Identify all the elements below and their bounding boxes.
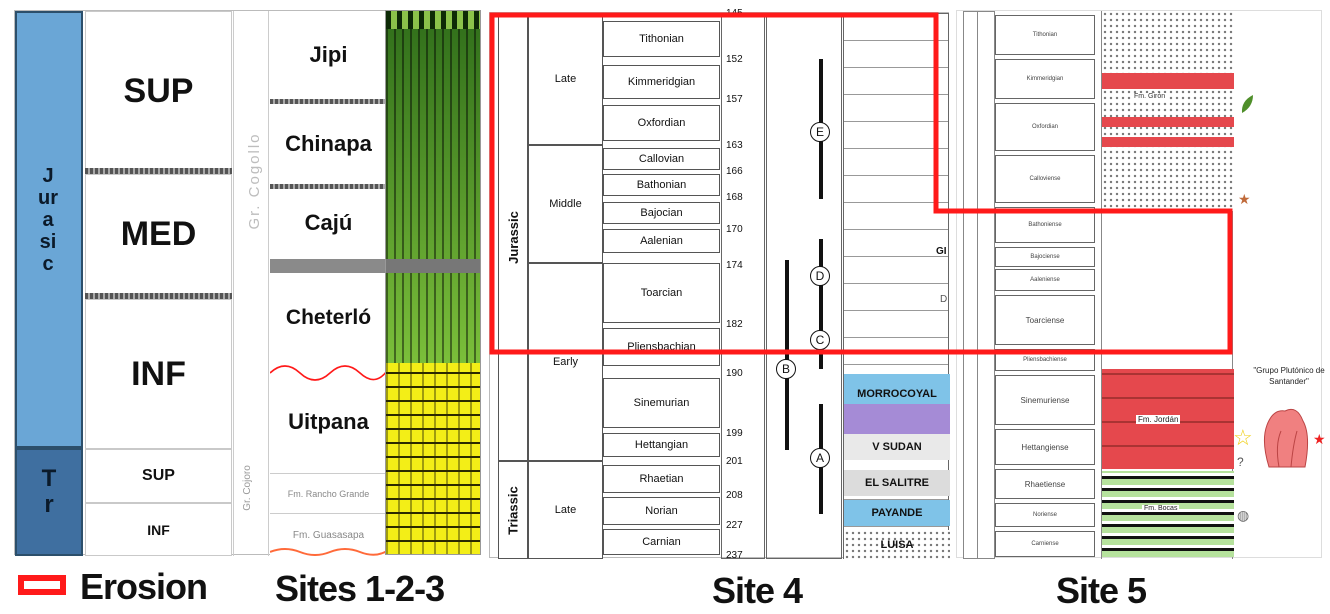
legend-erosion-swatch	[18, 575, 66, 595]
legend-erosion-label: Erosion	[80, 566, 207, 608]
site-label-5: Site 5	[1056, 570, 1146, 612]
site-label-4: Site 4	[712, 570, 802, 612]
site-label-1-2-3: Sites 1-2-3	[275, 568, 444, 610]
